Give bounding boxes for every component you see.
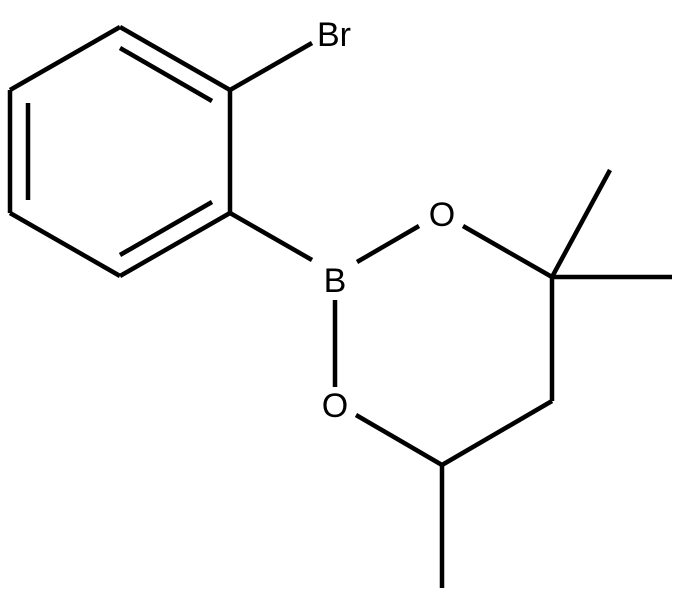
bond-c-b [228,211,314,262]
bond-ch-o-lower [354,413,444,467]
bond-ring-bottom-right [118,211,232,278]
bond-ring-bottom-left [8,211,122,278]
atom-label-o-lower: O [322,387,348,425]
double-bond-top-inner [118,46,214,103]
bond-methyl-upper [550,168,612,279]
bond-ring-top [8,25,122,92]
bond-c-br [228,41,314,92]
bond-b-o-upper [355,224,421,264]
atom-label-br: Br [317,16,351,54]
bond-o-upper-cq [461,224,554,279]
bond-ring-top-right [118,25,232,92]
dioxaborinane-ring [332,224,555,467]
atom-label-b: B [324,262,347,300]
double-bond-bottom-inner [118,200,214,257]
atom-label-o-upper: O [429,196,455,234]
benzene-ring [7,25,233,278]
bond-ch2-ch [440,399,554,467]
